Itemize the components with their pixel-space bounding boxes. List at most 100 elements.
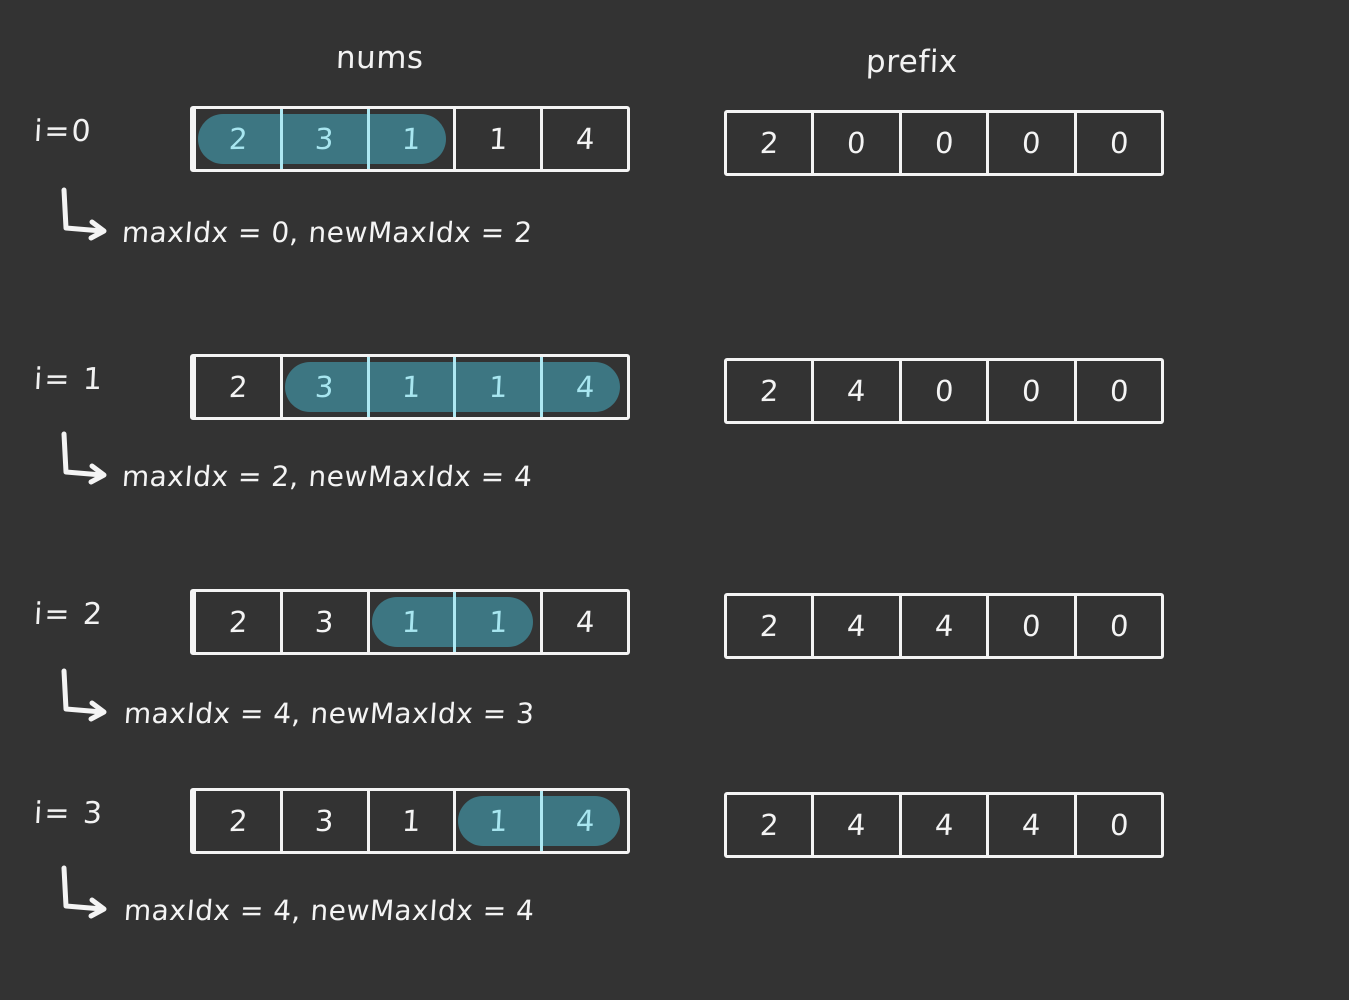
nums-array: 2 3 1 1 4 [190,106,630,172]
nums-cell-value: 1 [488,369,509,404]
nums-cell: 3 [279,592,367,652]
prefix-cell-value: 2 [759,608,780,643]
prefix-cell: 0 [986,596,1073,656]
prefix-cell: 2 [727,113,811,173]
prefix-array: 2 4 0 0 0 [724,358,1164,424]
prefix-cell: 0 [1073,113,1161,173]
prefix-cell-value: 0 [1108,807,1129,842]
highlight-pill [458,796,620,846]
prefix-cell-value: 0 [1021,125,1042,160]
prefix-array: 2 4 4 4 0 [724,792,1164,858]
prefix-column-header: prefix [865,44,959,80]
nums-cell: 1 [453,592,540,652]
prefix-cell-value: 2 [759,125,780,160]
nums-cell-value: 4 [574,369,596,404]
nums-cell: 1 [366,791,454,851]
prefix-cell-value: 0 [846,125,867,160]
prefix-cell: 4 [898,596,986,656]
nums-cell: 3 [279,109,367,169]
nums-array: 2 3 1 1 4 [190,354,630,420]
prefix-cell: 0 [986,113,1073,173]
annotation-text: maxIdx = 0, newMaxIdx = 2 [120,216,534,249]
prefix-cell-value: 2 [759,807,780,842]
iteration-index-label: i= 3 [33,796,106,831]
prefix-cell-value: 0 [1108,125,1129,160]
nums-cell: 4 [540,592,627,652]
nums-cell: 2 [193,357,280,417]
elbow-arrow-icon [61,865,107,919]
nums-cell-value: 1 [401,604,422,639]
prefix-cell-value: 4 [846,807,867,842]
highlight-pill [198,114,447,164]
nums-cell-value: 1 [488,121,509,156]
nums-cell-value: 2 [227,803,249,838]
elbow-arrow-icon [61,431,107,485]
prefix-array: 2 0 0 0 0 [724,110,1164,176]
nums-cell-value: 1 [401,369,422,404]
nums-cell-value: 2 [227,369,249,404]
annotation-text: maxIdx = 2, newMaxIdx = 4 [120,460,534,493]
nums-cell: 1 [453,791,540,851]
prefix-cell-value: 4 [846,373,867,408]
nums-cell: 1 [366,357,454,417]
iteration-index-label: i= 2 [33,597,106,632]
prefix-array: 2 4 4 0 0 [724,593,1164,659]
prefix-cell: 0 [811,113,898,173]
nums-column-header: nums [335,40,425,76]
nums-cell: 2 [193,109,280,169]
highlight-pill [371,597,534,647]
nums-cell: 2 [193,592,280,652]
prefix-cell-value: 0 [933,125,955,160]
prefix-cell: 0 [898,113,986,173]
elbow-arrow-icon [61,187,107,241]
nums-cell-value: 2 [227,604,249,639]
nums-cell-value: 1 [401,803,422,838]
prefix-cell: 2 [727,795,811,855]
highlight-pill [284,362,620,412]
nums-cell-value: 1 [488,803,509,838]
prefix-cell-value: 4 [933,807,955,842]
prefix-cell: 2 [727,596,811,656]
annotation-text: maxIdx = 4, newMaxIdx = 3 [122,697,536,730]
prefix-cell: 4 [811,596,898,656]
prefix-cell-value: 4 [933,608,955,643]
elbow-arrow-icon [61,668,107,722]
prefix-cell-value: 0 [1108,373,1129,408]
prefix-cell-value: 0 [1021,373,1042,408]
prefix-cell: 4 [898,795,986,855]
annotation-text: maxIdx = 4, newMaxIdx = 4 [122,894,536,927]
nums-cell-value: 4 [574,604,596,639]
prefix-cell: 0 [1073,596,1161,656]
nums-cell-value: 4 [574,803,596,838]
nums-cell: 4 [540,791,627,851]
nums-cell-value: 3 [314,803,335,838]
nums-cell-value: 2 [227,121,249,156]
prefix-cell: 0 [898,361,986,421]
prefix-cell-value: 4 [846,608,867,643]
prefix-cell: 0 [1073,795,1161,855]
prefix-cell: 2 [727,361,811,421]
nums-cell: 3 [279,357,367,417]
prefix-cell-value: 0 [1021,608,1042,643]
prefix-cell-value: 2 [759,373,780,408]
nums-cell-value: 1 [401,121,422,156]
prefix-cell: 4 [811,795,898,855]
nums-cell-value: 3 [314,369,335,404]
nums-cell: 1 [453,109,540,169]
nums-cell-value: 4 [574,121,596,156]
nums-cell: 2 [193,791,280,851]
nums-cell: 4 [540,357,627,417]
prefix-cell-value: 4 [1021,807,1042,842]
nums-cell-value: 3 [314,121,335,156]
nums-cell: 4 [540,109,627,169]
iteration-index-label: i=0 [33,114,94,149]
nums-cell: 1 [366,592,454,652]
prefix-cell: 4 [986,795,1073,855]
prefix-cell-value: 0 [933,373,955,408]
nums-cell: 1 [453,357,540,417]
iteration-index-label: i= 1 [33,362,106,397]
prefix-cell: 0 [986,361,1073,421]
prefix-cell-value: 0 [1108,608,1129,643]
